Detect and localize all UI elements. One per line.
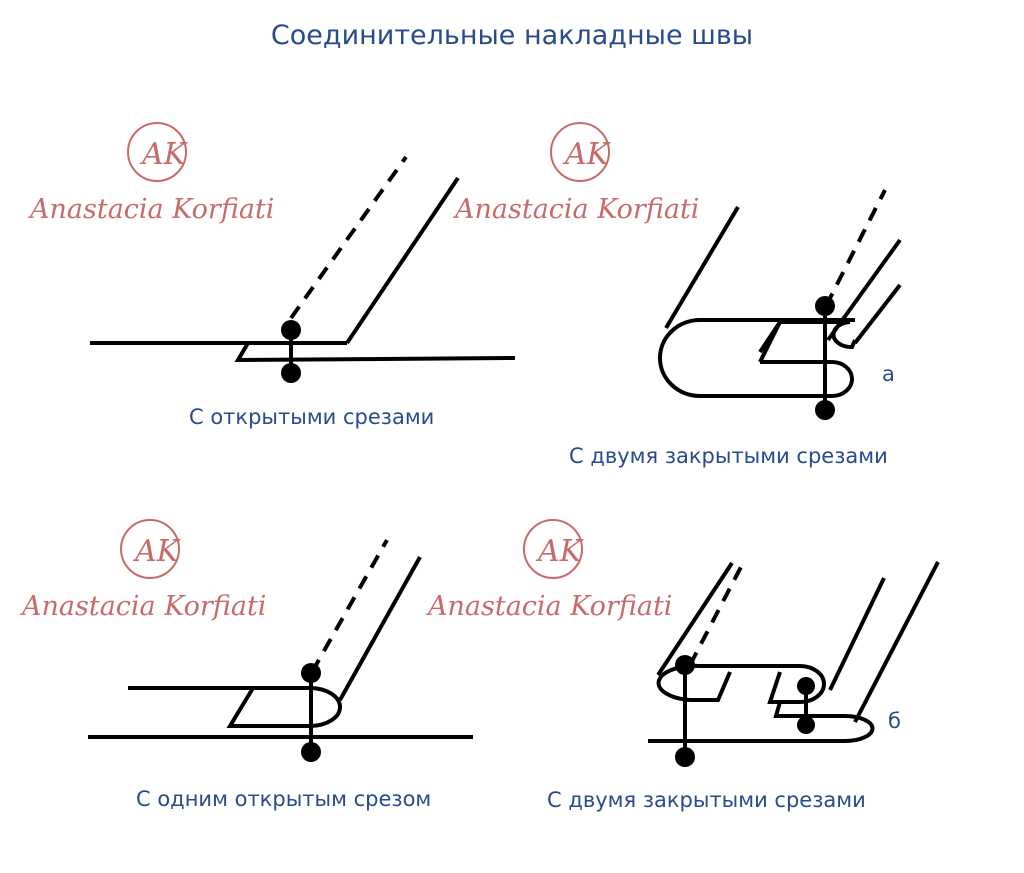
diagram-two-closed-cuts-a (658, 189, 902, 420)
label-a: а (882, 362, 895, 386)
monogram-logo-icon: AK (127, 122, 188, 182)
diagram-two-closed-cuts-b (648, 561, 940, 767)
watermark-text: Anastacia Korfiati (30, 194, 275, 225)
watermark-text: Anastacia Korfiati (22, 591, 267, 622)
watermark-text: Anastacia Korfiati (428, 591, 673, 622)
caption-one-open-cut: С одним открытым срезом (136, 787, 432, 811)
svg-text:AK: AK (562, 137, 611, 172)
page-title: Соединительные накладные швы (270, 20, 754, 51)
svg-text:AK: AK (139, 137, 188, 172)
label-b: б (888, 709, 901, 733)
svg-text:AK: AK (132, 534, 181, 569)
monogram-logo-icon: AK (550, 122, 611, 182)
caption-open-cuts: С открытыми срезами (189, 405, 435, 429)
monogram-logo-icon: AK (523, 519, 584, 579)
watermark-text: Anastacia Korfiati (455, 194, 700, 225)
diagram-one-open-cut (88, 539, 473, 762)
caption-two-closed-cuts-a: С двумя закрытыми срезами (569, 444, 888, 468)
diagram-open-cuts (90, 155, 516, 383)
monogram-logo-icon: AK (120, 519, 181, 579)
caption-two-closed-cuts-b: С двумя закрытыми срезами (547, 788, 866, 812)
svg-text:AK: AK (535, 534, 584, 569)
